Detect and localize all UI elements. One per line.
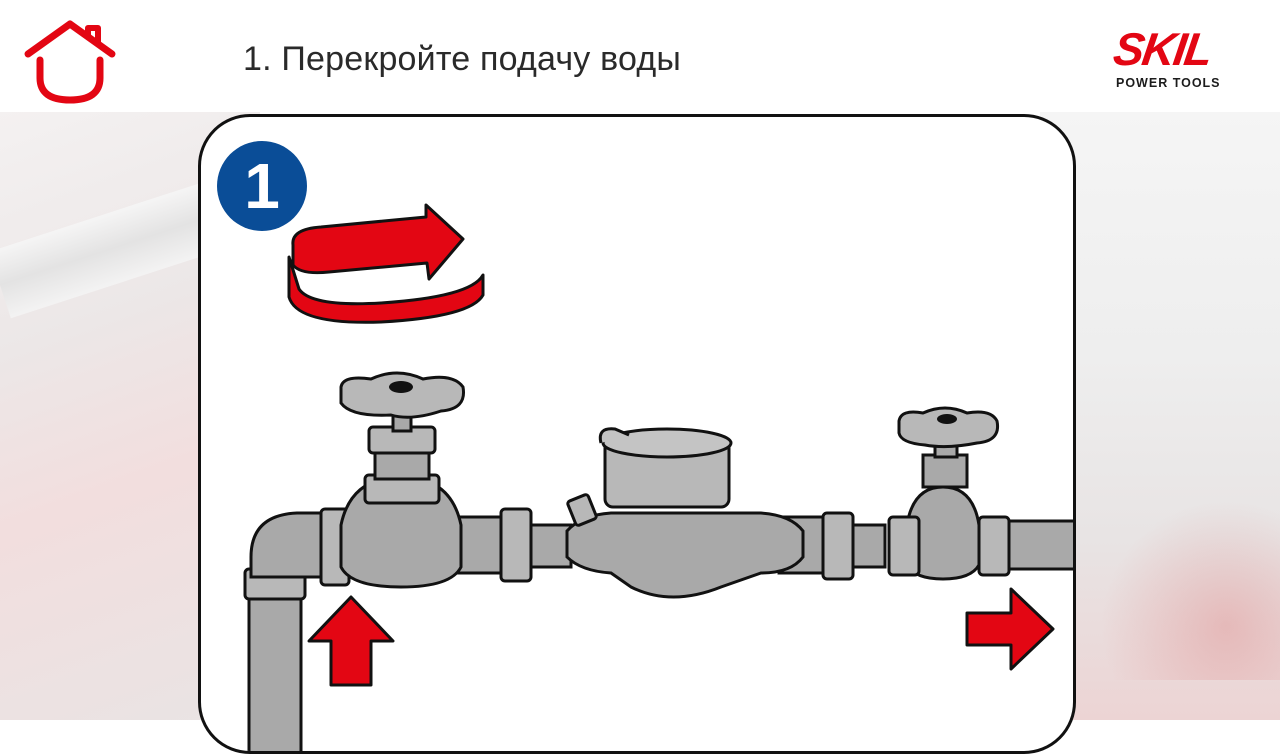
valve-illustration (243, 203, 1073, 751)
background-flare (1100, 500, 1280, 680)
arrow-right-icon (965, 587, 1055, 671)
background-right-photo (1040, 110, 1280, 720)
gate-valve-icon (339, 371, 466, 589)
instruction-card: 1 (198, 114, 1076, 754)
step-number-badge: 1 (217, 141, 307, 231)
clockwise-rotation-arrow-icon (287, 203, 485, 324)
arrow-up-icon (307, 595, 395, 687)
gate-valve-icon (887, 406, 1011, 581)
header-bar: 1. Перекройте подачу воды SKIL POWER TOO… (0, 0, 1280, 112)
house-smile-icon (24, 20, 116, 104)
brand-name: SKIL (1110, 23, 1215, 75)
page-title: 1. Перекройте подачу воды (243, 40, 682, 78)
brand-subtitle: POWER TOOLS (1116, 76, 1221, 90)
water-meter-icon (565, 427, 805, 599)
brand-logo: SKIL POWER TOOLS (1108, 22, 1258, 96)
